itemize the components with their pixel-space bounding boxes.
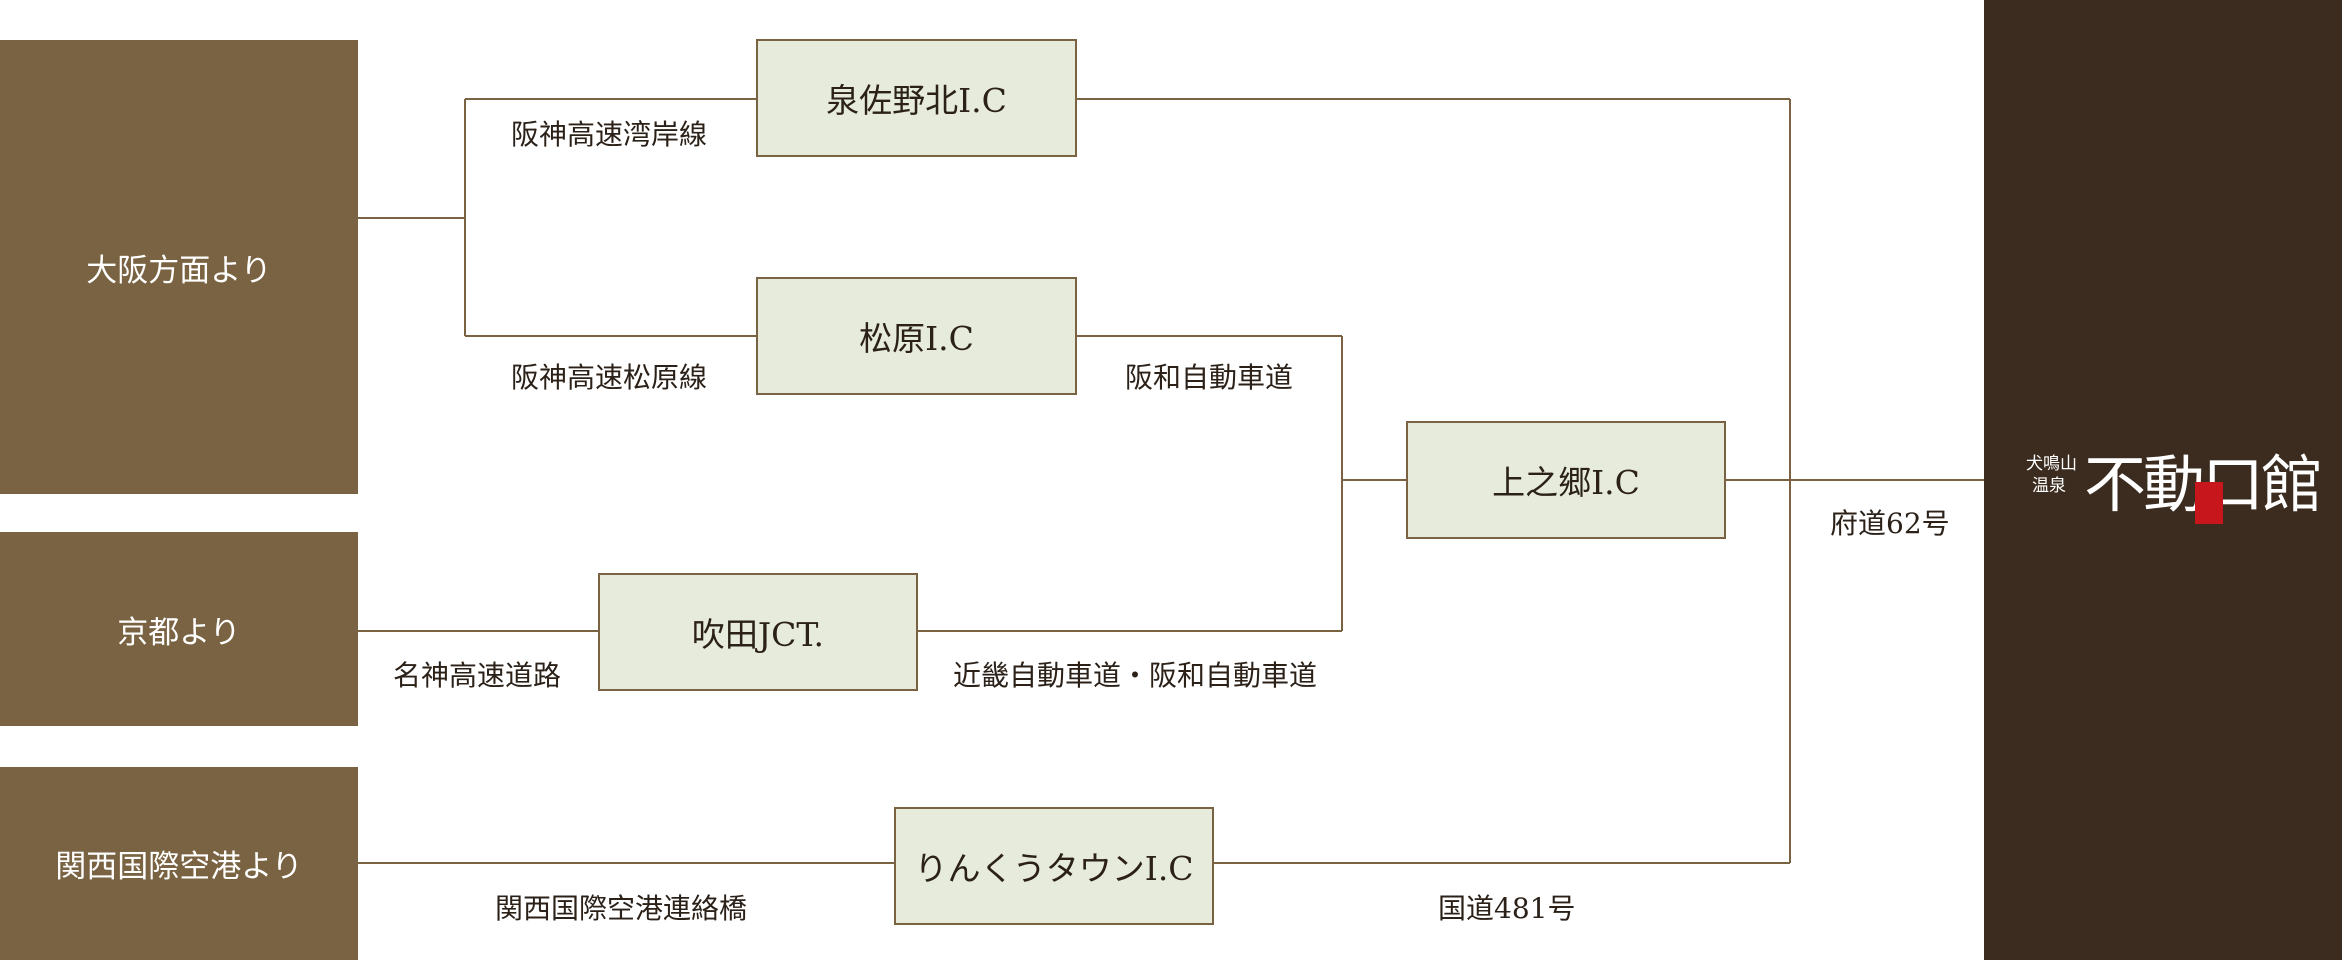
origin-kansai-airport-label: 関西国際空港より [55, 849, 303, 885]
node-rinku-town-ic-label: りんくうタウンI.C [914, 849, 1194, 888]
route-label-meishin: 名神高速道路 [393, 659, 562, 692]
route-label-kokudo-481: 国道481号 [1438, 892, 1576, 925]
origin-kyoto-label: 京都より [117, 614, 241, 651]
origin-kansai-airport: 関西国際空港より [0, 767, 358, 960]
origin-osaka: 大阪方面より [0, 40, 358, 494]
origin-osaka-label: 大阪方面より [86, 252, 272, 289]
route-label-hanshin-matsubara: 阪神高速松原線 [511, 361, 708, 394]
node-kaminogo-ic-label: 上之郷I.C [1492, 463, 1640, 502]
node-kaminogo-ic: 上之郷I.C [1406, 421, 1726, 539]
node-suita-jct: 吹田JCT. [598, 573, 918, 691]
node-izumisano-kita-ic-label: 泉佐野北I.C [826, 81, 1007, 120]
logo-seal [2195, 482, 2223, 524]
node-rinku-town-ic: りんくうタウンI.C [894, 807, 1214, 925]
destination-logo: 犬鳴山 温泉 不動口館 [2022, 432, 2323, 532]
node-matsubara-ic-label: 松原I.C [859, 319, 974, 358]
logo-small-line1: 犬鳴山 [2026, 454, 2077, 474]
route-label-kinki-hanwa: 近畿自動車道・阪和自動車道 [953, 659, 1318, 692]
destination-panel [1984, 0, 2342, 960]
origin-kyoto: 京都より [0, 532, 358, 726]
route-label-fudo-62: 府道62号 [1830, 507, 1950, 540]
node-suita-jct-label: 吹田JCT. [691, 615, 825, 654]
route-label-airport-bridge: 関西国際空港連絡橋 [495, 892, 748, 925]
route-label-hanwa: 阪和自動車道 [1125, 361, 1294, 394]
logo-small-line2: 温泉 [2032, 476, 2066, 496]
node-izumisano-kita-ic: 泉佐野北I.C [756, 39, 1077, 157]
route-label-hanshin-wangan: 阪神高速湾岸線 [511, 118, 708, 151]
node-matsubara-ic: 松原I.C [756, 277, 1077, 395]
